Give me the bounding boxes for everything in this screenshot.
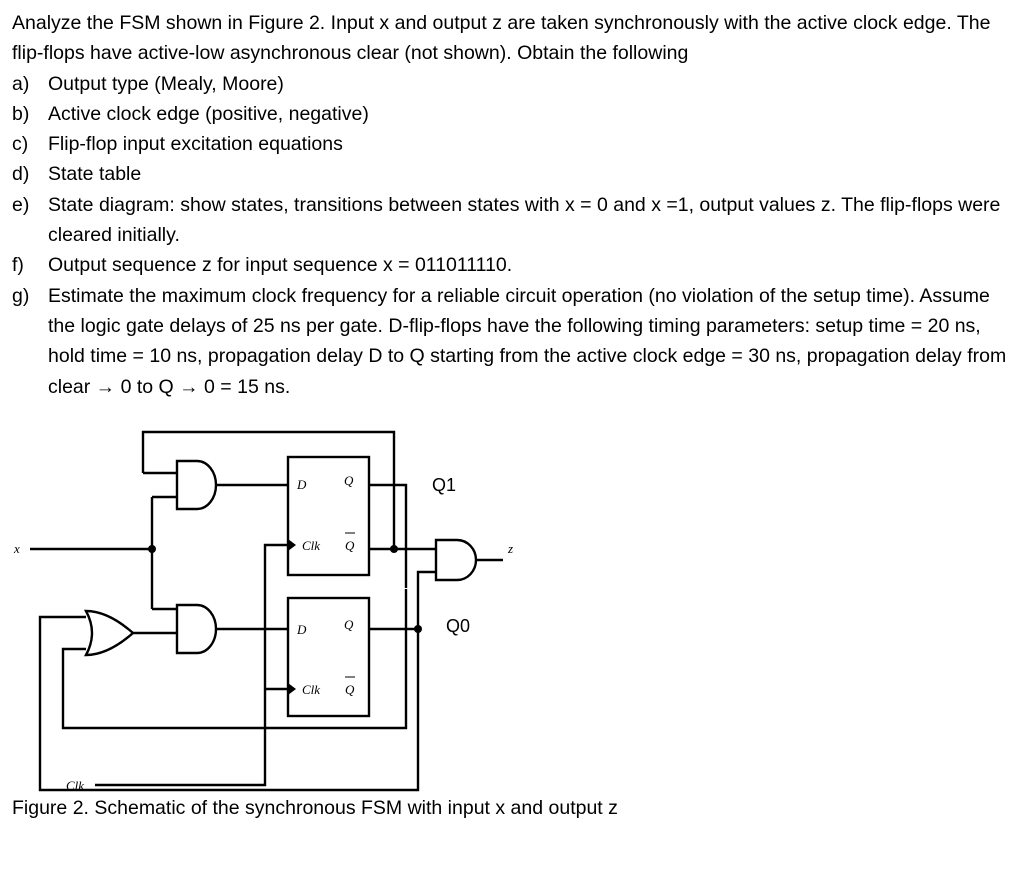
clock-triangle-icon [288, 539, 296, 551]
item-text: Estimate the maximum clock frequency for… [48, 284, 1007, 398]
ff-bottom-q-label: Q [344, 617, 354, 632]
item-label: b) [12, 102, 30, 125]
output-z-label: z [507, 541, 513, 556]
d-flip-flop-q0 [286, 596, 371, 718]
list-item: b) Active clock edge (positive, negative) [12, 99, 1012, 129]
ff-bottom-qbar-label: Q [345, 682, 355, 697]
item-label: a) [12, 72, 30, 95]
list-item: d) State table [12, 159, 1012, 189]
item-label: c) [12, 133, 29, 156]
item-text: Flip-flop input excitation equations [48, 133, 343, 156]
list-item: g) Estimate the maximum clock frequency f… [12, 281, 1012, 402]
problem-intro: Analyze the FSM shown in Figure 2. Input… [12, 12, 991, 65]
ff-bottom-clk-label: Clk [302, 682, 320, 697]
list-item: f) Output sequence z for input sequence x… [12, 250, 1012, 280]
ff-bottom-d-label: D [296, 622, 307, 637]
list-item: c) Flip-flop input excitation equations [12, 129, 1012, 159]
q0-label: Q0 [446, 616, 470, 636]
item-text: State diagram: show states, transitions … [48, 193, 1001, 247]
item-label: e) [12, 193, 30, 216]
item-text: Output sequence z for input sequence x =… [48, 254, 513, 277]
ff-top-clk-label: Clk [302, 538, 320, 553]
ff-top-qbar-label: Q [345, 538, 355, 553]
figure-caption: Figure 2. Schematic of the synchronous F… [12, 797, 618, 819]
list-item: a) Output type (Mealy, Moore) [12, 69, 1012, 99]
item-label: f) [12, 254, 24, 277]
problem-statement: Analyze the FSM shown in Figure 2. Input… [12, 8, 1012, 402]
q1-label: Q1 [432, 475, 456, 495]
item-label: g) [12, 284, 30, 307]
input-x-label: x [13, 541, 20, 556]
or-gate [83, 609, 135, 657]
clock-label: Clk [66, 778, 84, 793]
clock-triangle-icon [288, 683, 296, 695]
d-flip-flop-q1 [286, 455, 371, 577]
and-gate-top [175, 459, 218, 511]
ff-top-d-label: D [296, 477, 307, 492]
item-text: Output type (Mealy, Moore) [48, 72, 284, 95]
item-text: Active clock edge (positive, negative) [48, 102, 369, 125]
wires [30, 430, 503, 792]
item-text: State table [48, 163, 142, 186]
item-label: d) [12, 163, 30, 186]
list-item: e) State diagram: show states, transition… [12, 190, 1012, 251]
and-gate-output [434, 538, 478, 582]
and-gate-bottom [175, 603, 218, 655]
ff-top-q-label: Q [344, 473, 354, 488]
